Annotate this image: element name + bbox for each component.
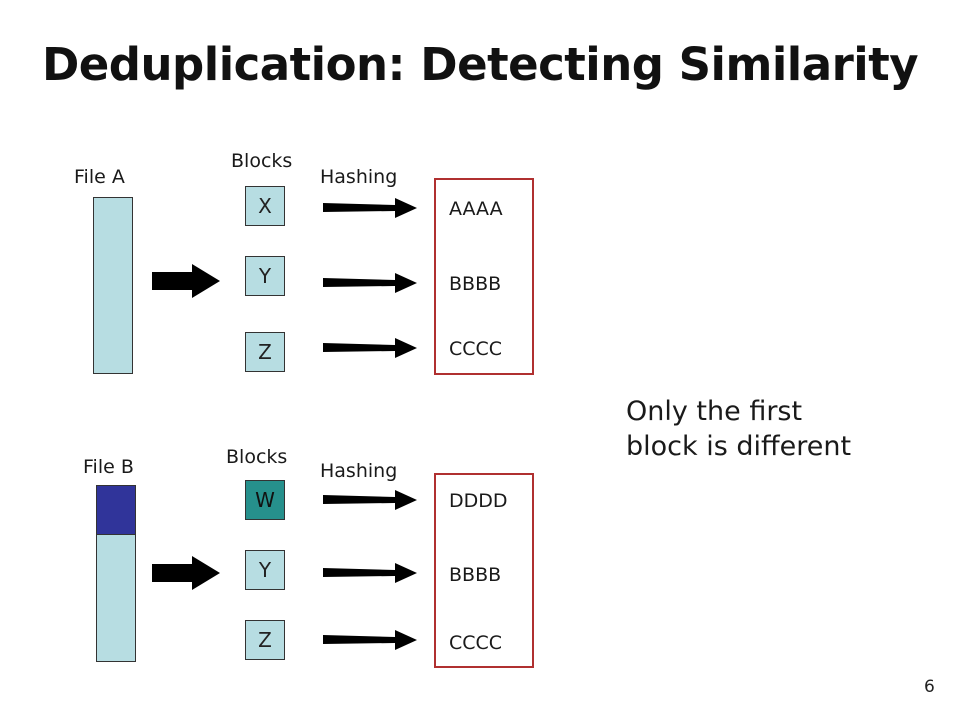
file-b-changed-region [97,486,135,535]
file-a-block-z: Z [245,332,285,372]
file-a-blocks-heading: Blocks [231,150,293,172]
file-b-hash-box [434,473,534,668]
file-b-hash-3: CCCC [449,632,503,654]
file-a-hash-arrow-3 [323,338,417,358]
file-b-hashing-heading: Hashing [320,460,398,482]
file-a-hash-1: AAAA [449,198,503,220]
file-a-bar [93,197,133,374]
file-a-block-x: X [245,186,285,226]
file-b-hash-2: BBBB [449,564,502,586]
page-number: 6 [924,677,935,697]
file-b-hash-arrow-3 [323,630,417,650]
file-a-label: File A [74,166,125,188]
file-b-block-w: W [245,480,285,520]
file-b-blocks-heading: Blocks [226,446,288,468]
file-b-block-z: Z [245,620,285,660]
file-a-hash-2: BBBB [449,273,502,295]
file-a-hash-3: CCCC [449,338,503,360]
file-a-hashing-heading: Hashing [320,166,398,188]
file-a-split-arrow [152,264,220,298]
file-b-bar [96,485,136,662]
file-a-hash-arrow-2 [323,273,417,293]
file-b-hash-1: DDDD [449,490,508,512]
file-b-hash-arrow-1 [323,490,417,510]
file-b-hash-arrow-2 [323,563,417,583]
slide-title: Deduplication: Detecting Similarity [41,38,919,91]
file-a-hash-arrow-1 [323,198,417,218]
file-b-split-arrow [152,556,220,590]
file-a-block-y: Y [245,256,285,296]
file-b-block-y: Y [245,550,285,590]
file-b-label: File B [83,456,134,478]
note-line-2: block is different [626,431,852,462]
note-line-1: Only the first [626,396,803,427]
file-a-hash-box [434,178,534,375]
